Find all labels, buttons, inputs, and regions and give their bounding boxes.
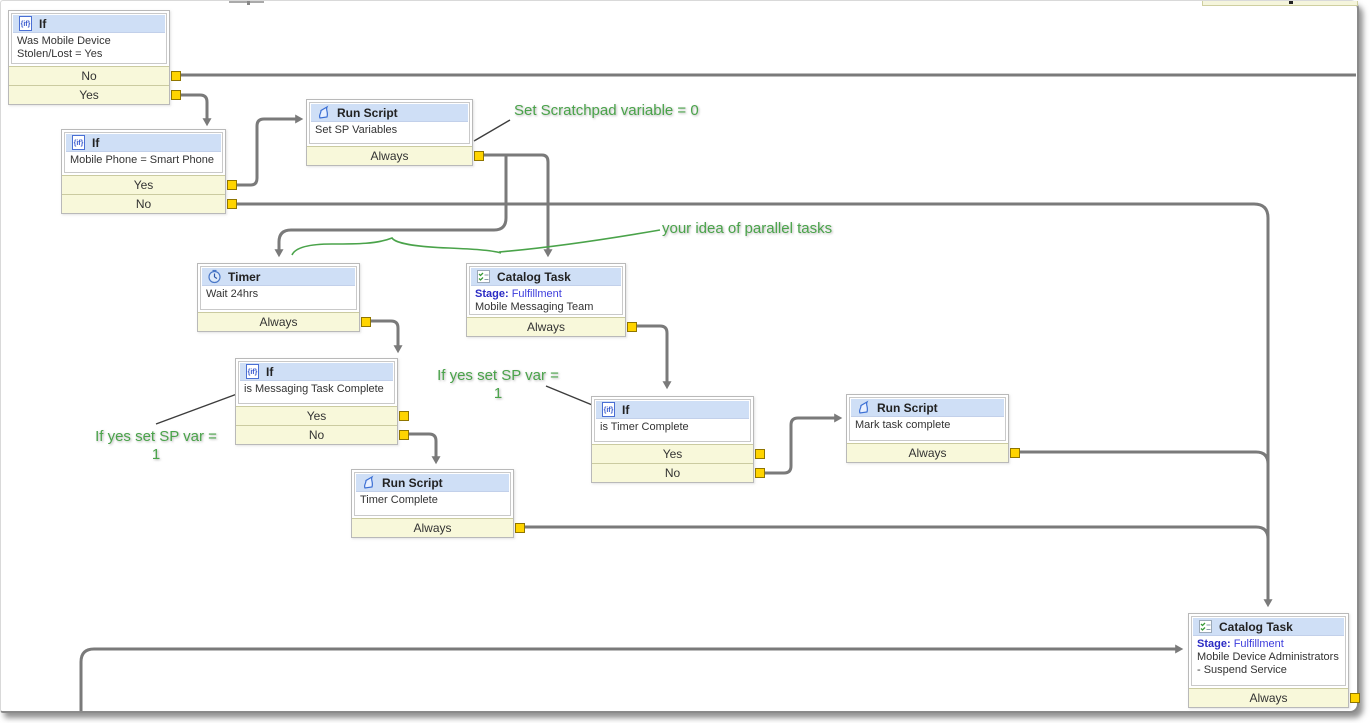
stage-value-link[interactable]: Fulfillment [511, 288, 562, 300]
transition-no[interactable]: No [62, 194, 237, 213]
activity-name: is Messaging Task Complete [244, 383, 384, 395]
activity-if-messaging-complete[interactable]: {if} If is Messaging Task Complete Yes N… [235, 358, 409, 445]
offscreen-line-fragment [229, 1, 264, 5]
activity-type: Run Script [382, 475, 443, 490]
activity-type: Run Script [877, 400, 938, 415]
run-script-icon [360, 475, 376, 491]
activity-run-timer-complete[interactable]: Run Script Timer Complete Always [351, 469, 525, 538]
activity-run-set-sp-variables[interactable]: Run Script Set SP Variables Always [306, 99, 484, 166]
connector-dot[interactable] [399, 430, 409, 440]
transition-always[interactable]: Always [307, 146, 484, 165]
activity-catalog-messaging[interactable]: Catalog Task Stage: Fulfillment Mobile M… [466, 263, 637, 337]
offscreen-activity-row[interactable] [1202, 1, 1358, 6]
stage-line: Stage: Fulfillment [1197, 638, 1284, 650]
activity-name: Set SP Variables [315, 124, 398, 136]
activity-name: Mobile Device Administrators - Suspend S… [1197, 651, 1339, 676]
timer-icon [206, 269, 222, 285]
svg-text:{if}: {if} [73, 140, 83, 147]
connector-dot[interactable] [171, 71, 181, 81]
transition-always[interactable]: Always [352, 518, 525, 537]
stage-value-link[interactable]: Fulfillment [1233, 638, 1284, 650]
activity-header[interactable]: Catalog Task [471, 268, 621, 286]
connector-dot[interactable] [755, 449, 765, 459]
activity-name: Was Mobile Device Stolen/Lost = Yes [17, 35, 111, 60]
activity-header[interactable]: Catalog Task [1193, 618, 1344, 636]
activity-header[interactable]: Run Script [356, 474, 509, 492]
catalog-task-icon [1197, 619, 1213, 635]
if-icon: {if} [17, 16, 33, 32]
transition-always[interactable]: Always [467, 317, 637, 336]
connector-dot[interactable] [399, 411, 409, 421]
transition-yes[interactable]: Yes [9, 85, 181, 104]
activity-if-smartphone[interactable]: {if} If Mobile Phone = Smart Phone Yes N… [61, 129, 237, 214]
activity-type: If [622, 402, 630, 417]
connector-dot[interactable] [361, 317, 371, 327]
connector-dot[interactable] [755, 468, 765, 478]
activity-name: Wait 24hrs [206, 288, 259, 300]
activity-details: Stage: Fulfillment Mobile Device Adminis… [1193, 636, 1344, 684]
transition-yes[interactable]: Yes [236, 406, 409, 425]
annotation-scratchpad: Set Scratchpad variable = 0 [514, 102, 699, 119]
svg-text:{if}: {if} [247, 369, 257, 376]
connector-dot[interactable] [474, 151, 484, 161]
activity-header[interactable]: Run Script [851, 399, 1004, 417]
activity-header[interactable]: {if} If [66, 134, 221, 152]
if-icon: {if} [600, 402, 616, 418]
transition-always[interactable]: Always [847, 443, 1020, 462]
activity-header[interactable]: {if} If [13, 15, 165, 33]
activity-header[interactable]: {if} If [240, 363, 393, 381]
activity-header[interactable]: Timer [202, 268, 355, 286]
transition-always[interactable]: Always [198, 312, 371, 331]
annotation-brace [291, 229, 661, 256]
connector-dot[interactable] [227, 199, 237, 209]
activity-name: Mobile Phone = Smart Phone [70, 154, 215, 166]
activity-catalog-suspend[interactable]: Catalog Task Stage: Fulfillment Mobile D… [1188, 613, 1360, 708]
activity-type: If [266, 364, 274, 379]
svg-text:{if}: {if} [603, 407, 613, 414]
annotation-sp-var-left: If yes set SP var = 1 [95, 428, 217, 463]
annotation-sp-var-right: If yes set SP var = 1 [437, 367, 559, 402]
transition-always[interactable]: Always [1189, 688, 1360, 707]
activity-if-stolen[interactable]: {if} If Was Mobile Device Stolen/Lost = … [8, 10, 181, 105]
connector-dot[interactable] [1010, 448, 1020, 458]
transition-no[interactable]: No [236, 425, 409, 444]
activity-type: If [39, 16, 47, 31]
connector-dot[interactable] [515, 523, 525, 533]
activity-type: Timer [228, 269, 261, 284]
if-icon: {if} [70, 135, 86, 151]
connector-dot[interactable] [227, 180, 237, 190]
transition-yes[interactable]: Yes [62, 175, 237, 194]
connector-dot[interactable] [627, 322, 637, 332]
activity-name: is Timer Complete [600, 421, 689, 433]
activity-name: Mark task complete [855, 419, 951, 431]
stage-line: Stage: Fulfillment [475, 288, 562, 300]
connector-dot[interactable] [171, 90, 181, 100]
workflow-window: {if} If Was Mobile Device Stolen/Lost = … [0, 0, 1360, 713]
activity-header[interactable]: Run Script [311, 104, 468, 122]
activity-run-mark-complete[interactable]: Run Script Mark task complete Always [846, 394, 1020, 463]
transition-no[interactable]: No [9, 66, 181, 85]
run-script-icon [315, 105, 331, 121]
activity-type: If [92, 135, 100, 150]
transition-yes[interactable]: Yes [592, 444, 765, 463]
activity-type: Run Script [337, 105, 398, 120]
activity-name: Mobile Messaging Team [475, 301, 594, 313]
transition-no[interactable]: No [592, 463, 765, 482]
activity-type: Catalog Task [497, 269, 571, 284]
activity-type: Catalog Task [1219, 619, 1293, 634]
activity-name: Timer Complete [360, 494, 438, 506]
run-script-icon [855, 400, 871, 416]
activity-if-timer-complete[interactable]: {if} If is Timer Complete Yes No [591, 396, 765, 483]
if-icon: {if} [244, 364, 260, 380]
connector-dot[interactable] [1350, 693, 1360, 703]
svg-text:{if}: {if} [20, 21, 30, 28]
annotation-parallel-tasks: your idea of parallel tasks [662, 220, 833, 237]
activity-timer[interactable]: Timer Wait 24hrs Always [197, 263, 371, 332]
catalog-task-icon [475, 269, 491, 285]
activity-details: Stage: Fulfillment Mobile Messaging Team [471, 286, 621, 313]
activity-header[interactable]: {if} If [596, 401, 749, 419]
